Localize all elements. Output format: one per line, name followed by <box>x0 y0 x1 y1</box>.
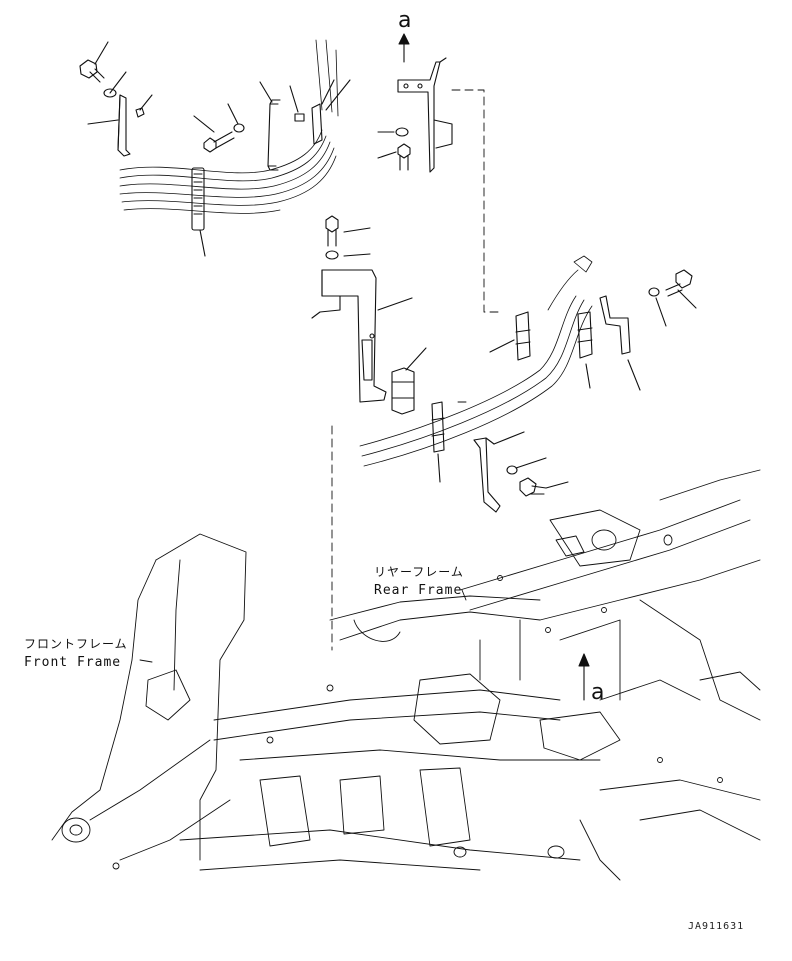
washer-icon <box>648 287 660 297</box>
upper-left-parts <box>79 41 153 157</box>
bolt-icon <box>519 477 547 497</box>
harness-clamp-icon <box>191 167 206 257</box>
front-frame-label-jp: フロントフレーム <box>24 637 128 651</box>
mounting-bracket-top <box>397 57 453 173</box>
machine-frame <box>51 469 761 881</box>
strap-bracket-icon <box>117 94 131 157</box>
view-marker-bottom: a <box>591 680 605 705</box>
harness-clamp-icon <box>431 401 445 453</box>
mounting-bracket-icon <box>473 437 501 513</box>
c-clip-icon <box>267 103 279 167</box>
washer-icon <box>325 250 339 260</box>
upper-middle-parts <box>193 79 351 171</box>
right-parts <box>431 269 697 513</box>
clip-icon <box>135 107 145 118</box>
middle-parts <box>311 215 427 415</box>
front-frame-label-en: Front Frame <box>24 655 122 670</box>
bolt-icon <box>203 131 235 153</box>
harness-clamp-icon <box>515 311 531 361</box>
wire-harness-upper <box>119 39 339 214</box>
harness-clamp-icon <box>311 103 323 145</box>
rear-frame-label-en: Rear Frame <box>374 583 463 598</box>
washer-icon <box>506 465 518 475</box>
rear-frame-label-jp: リヤーフレーム <box>374 565 464 579</box>
view-arrow-bottom <box>578 653 590 701</box>
drawing-code: JA911631 <box>688 921 745 932</box>
bolt-icon <box>79 59 105 83</box>
rubber-pad-icon <box>294 113 305 122</box>
bolt-icon <box>397 143 411 171</box>
harness-clamp-icon <box>391 367 415 415</box>
bolt-icon <box>665 269 693 297</box>
view-marker-top: a <box>398 8 412 33</box>
washer-icon <box>395 127 409 137</box>
view-arrow-top <box>398 33 410 63</box>
washer-icon <box>103 88 117 98</box>
bolt-icon <box>325 215 339 247</box>
reference-lines <box>331 89 501 651</box>
support-bracket-icon <box>311 269 387 403</box>
washer-icon <box>233 123 245 133</box>
wire-harness-lower <box>359 255 593 467</box>
mounting-bracket-icon <box>599 295 631 355</box>
